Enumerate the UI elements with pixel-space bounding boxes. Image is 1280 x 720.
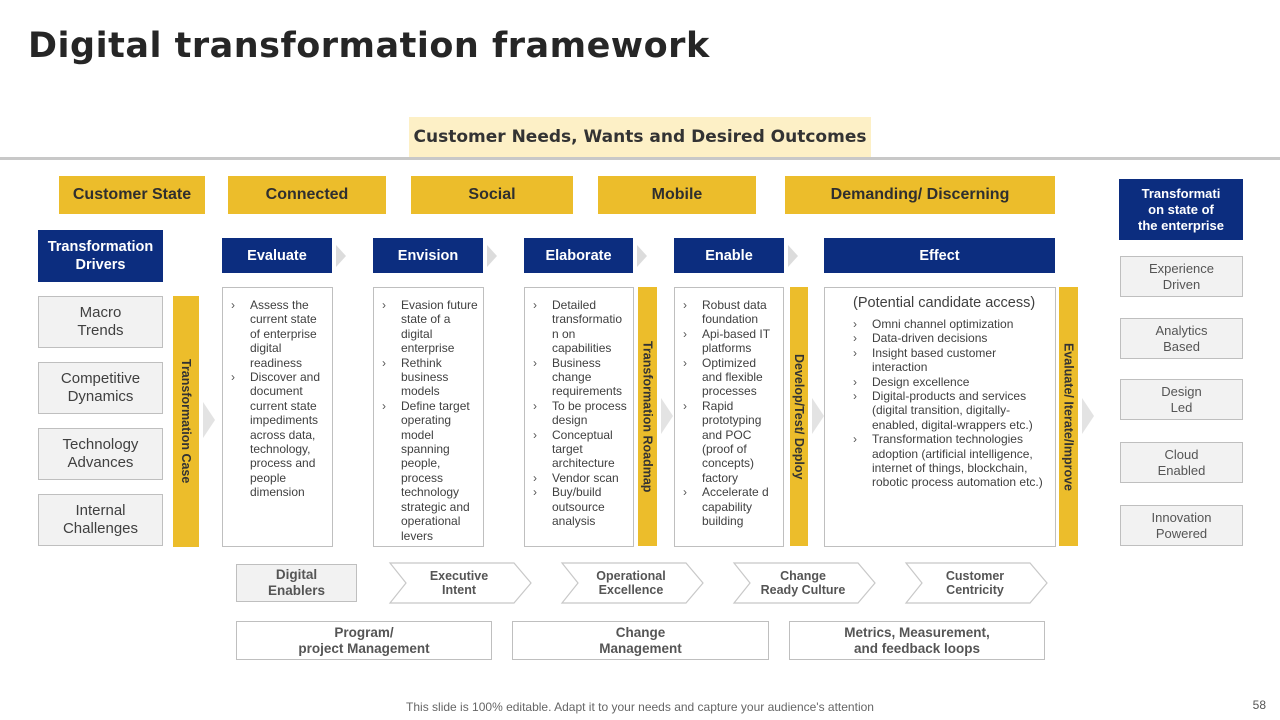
outcomes-banner: Customer Needs, Wants and Desired Outcom… xyxy=(409,117,871,157)
transformation-roadmap-bar: Transformation Roadmap xyxy=(638,287,657,546)
list-item: Omni channel optimization xyxy=(853,317,1051,332)
stage-effect-panel: (Potential candidate access) Omni channe… xyxy=(824,287,1056,547)
list-item: Rethink business models xyxy=(382,356,479,399)
list-item: Api-based IT platforms xyxy=(683,327,779,356)
list-item: Rapid prototyping and POC (proof of conc… xyxy=(683,399,779,485)
list-item: Evasion future state of a digital enterp… xyxy=(382,298,479,356)
transformation-case-label: Transformation Case xyxy=(179,359,193,484)
list-item: Detailed transformatio n on capabilities xyxy=(533,298,629,356)
evaluate-iterate-label: Evaluate/ Iterate/Improve xyxy=(1061,342,1076,491)
stage-effect-header: Effect xyxy=(824,238,1055,273)
list-item: Digital-products and services (digital t… xyxy=(853,389,1051,432)
list-item: Robust data foundation xyxy=(683,298,779,327)
develop-test-deploy-label: Develop/Test/ Deploy xyxy=(792,353,806,480)
change-management-box: Change Management xyxy=(512,621,769,660)
customer-connected-box: Connected xyxy=(228,176,386,214)
end-state-experience-driven: Experience Driven xyxy=(1120,256,1243,297)
chevron-right-icon xyxy=(661,398,673,434)
stage-envision-header: Envision xyxy=(373,238,483,273)
enabler-arrow-shape xyxy=(732,562,876,604)
list-item: Business change requirements xyxy=(533,356,629,399)
end-state-header: Transformati on state of the enterprise xyxy=(1119,179,1243,240)
stage-elaborate-panel: Detailed transformatio n on capabilities… xyxy=(524,287,634,547)
driver-competitive-dynamics: Competitive Dynamics xyxy=(38,362,163,414)
list-item: Optimized and flexible processes xyxy=(683,356,779,399)
list-item: Vendor scan xyxy=(533,471,629,486)
transformation-roadmap-label: Transformation Roadmap xyxy=(640,340,655,493)
end-state-design-led: Design Led xyxy=(1120,379,1243,420)
list-item: Accelerate d capability building xyxy=(683,485,779,528)
stage-enable-panel: Robust data foundation Api-based IT plat… xyxy=(674,287,784,547)
stage-elaborate-header: Elaborate xyxy=(524,238,633,273)
list-item: Define target operating model spanning p… xyxy=(382,399,479,543)
enabler-change-ready-culture: Change Ready Culture xyxy=(760,569,846,597)
enabler-arrow-shape xyxy=(388,562,532,604)
list-item: Discover and document current state impe… xyxy=(231,370,328,500)
footer-note: This slide is 100% editable. Adapt it to… xyxy=(406,700,874,714)
list-item: Insight based customer interaction xyxy=(853,346,1051,375)
list-item: Conceptual target architecture xyxy=(533,428,629,471)
customer-social-box: Social xyxy=(411,176,573,214)
customer-mobile-box: Mobile xyxy=(598,176,756,214)
divider-line xyxy=(0,157,1280,160)
stage-evaluate-header: Evaluate xyxy=(222,238,332,273)
digital-enablers-box: Digital Enablers xyxy=(236,564,357,602)
stage-envision-panel: Evasion future state of a digital enterp… xyxy=(373,287,484,547)
driver-technology-advances: Technology Advances xyxy=(38,428,163,480)
chevron-right-icon xyxy=(788,245,798,267)
driver-macro-trends: Macro Trends xyxy=(38,296,163,348)
enabler-executive-intent: Executive Intent xyxy=(429,569,489,597)
list-item: Design excellence xyxy=(853,375,1051,390)
list-item: To be process design xyxy=(533,399,629,428)
end-state-cloud-enabled: Cloud Enabled xyxy=(1120,442,1243,483)
page-number: 58 xyxy=(1252,698,1266,712)
evaluate-iterate-bar: Evaluate/ Iterate/Improve xyxy=(1059,287,1078,546)
chevron-right-icon xyxy=(637,245,647,267)
develop-test-deploy-bar: Develop/Test/ Deploy xyxy=(790,287,808,546)
customer-demanding-box: Demanding/ Discerning xyxy=(785,176,1055,214)
chevron-right-icon xyxy=(336,245,346,267)
chevron-right-icon xyxy=(1082,398,1094,434)
stage-evaluate-panel: Assess the current state of enterprise d… xyxy=(222,287,333,547)
stage-enable-header: Enable xyxy=(674,238,784,273)
program-management-box: Program/ project Management xyxy=(236,621,492,660)
transformation-case-bar: Transformation Case xyxy=(173,296,199,547)
end-state-innovation-powered: Innovation Powered xyxy=(1120,505,1243,546)
list-item: Assess the current state of enterprise d… xyxy=(231,298,328,370)
slide-title: Digital transformation framework xyxy=(28,26,710,66)
end-state-analytics-based: Analytics Based xyxy=(1120,318,1243,359)
chevron-right-icon xyxy=(203,402,215,438)
list-item: Transformation technologies adoption (ar… xyxy=(853,432,1051,490)
list-item: Buy/build outsource analysis xyxy=(533,485,629,528)
driver-internal-challenges: Internal Challenges xyxy=(38,494,163,546)
enabler-operational-excellence: Operational Excellence xyxy=(596,569,666,597)
list-item: Data-driven decisions xyxy=(853,331,1051,346)
chevron-right-icon xyxy=(487,245,497,267)
enabler-arrows xyxy=(388,562,1048,604)
enabler-arrow-shape xyxy=(560,562,704,604)
customer-state-box: Customer State xyxy=(59,176,205,214)
chevron-right-icon xyxy=(812,398,824,434)
enabler-customer-centricity: Customer Centricity xyxy=(945,569,1005,597)
metrics-feedback-box: Metrics, Measurement, and feedback loops xyxy=(789,621,1045,660)
drivers-header: Transformation Drivers xyxy=(38,230,163,282)
enabler-arrow-shape xyxy=(904,562,1048,604)
effect-intro: (Potential candidate access) xyxy=(853,295,1036,311)
